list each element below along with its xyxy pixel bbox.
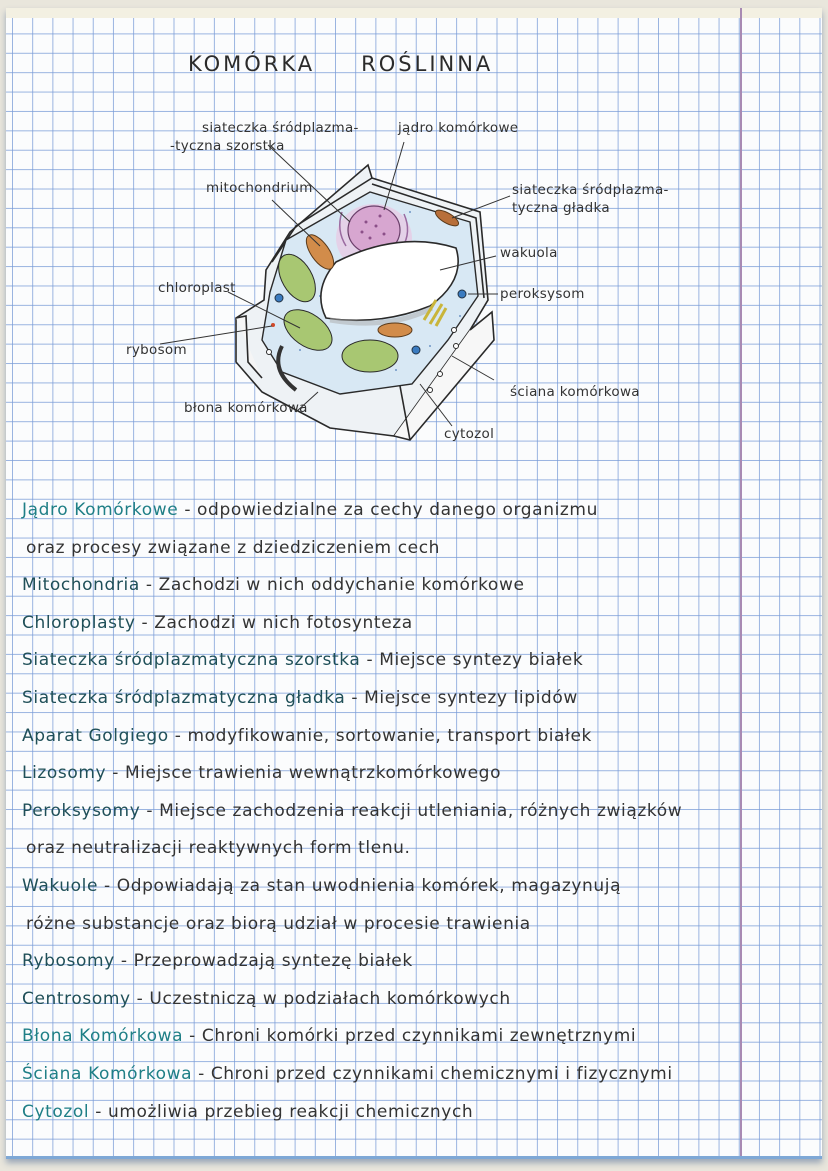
label-cell-membrane: błona komórkowa [184,400,308,416]
note-term: Rybosomy [22,951,115,972]
chloroplast-shape [278,253,316,303]
note-nucleus-cont: oraz procesy związane z dziedziczeniem c… [22,534,742,572]
label-peroxisome: peroksysom [500,286,585,302]
golgi-shape [422,299,448,327]
note-desc: Zachodzi w nich fotosynteza [154,612,413,633]
label-smooth-er-line2: tyczna gładka [512,200,610,216]
note-vacuoles: Wakuole-Odpowiadają za stan uwodnienia k… [22,875,622,896]
note-term: Wakuole [22,875,99,896]
vacuole-shape [320,240,459,322]
title-word-2: ROŚLINNA [361,52,494,76]
note-term: Siateczka śródplazmatyczna szorstka [22,650,361,671]
note-term: Cytozol [22,1101,90,1122]
note-desc: Miejsce zachodzenia reakcji utleniania, … [159,800,683,821]
note-desc: modyfikowanie, sortowanie, transport bia… [187,725,592,746]
note-cell-wall: Ściana Komórkowa-Chroni przed czynnikami… [22,1063,673,1084]
note-desc: Uczestniczą w podziałach komórkowych [149,988,511,1009]
note-term: Mitochondria [22,575,140,596]
note-cell-membrane: Błona Komórkowa-Chroni komórki przed czy… [22,1026,637,1047]
note-smooth-er: Siateczka śródplazmatyczna gładka-Miejsc… [22,687,578,708]
label-cytosol: cytozol [444,426,495,442]
label-ribosome: rybosom [126,342,187,358]
note-term: Lizosomy [22,763,107,784]
note-desc: Miejsce trawienia wewnątrzkomórkowego [124,763,502,784]
note-desc-cont: różne substancje oraz biorą udział w pro… [26,913,531,934]
note-term: Centrosomy [22,988,131,1009]
note-ribosomes: Rybosomy-Przeprowadzają syntezę białek [22,951,413,972]
note-term: Chloroplasty [22,612,136,633]
page-top-edge [6,8,822,18]
note-desc: Miejsce syntezy lipidów [364,687,578,708]
note-term: Jądro Komórkowe [22,500,179,520]
label-chloroplast: chloroplast [158,280,236,296]
label-vacuole: wakuola [500,245,558,261]
label-cell-wall: ściana komórkowa [510,384,640,400]
plant-cell-diagram [159,141,511,441]
page-title: KOMÓRKA ROŚLINNA [188,52,539,76]
note-desc: Odpowiadają za stan uwodnienia komórek, … [116,875,622,896]
note-vacuoles-cont: różne substancje oraz biorą udział w pro… [22,910,742,948]
note-term: Peroksysomy [22,800,141,821]
note-mitochondria: Mitochondria-Zachodzi w nich oddychanie … [22,575,525,596]
organelle-notes: Jądro Komórkowe-odpowiedzialne za cechy … [22,496,742,1135]
note-desc-cont: oraz neutralizacji reaktywnych form tlen… [26,838,411,859]
note-golgi: Aparat Golgiego-modyfikowanie, sortowani… [22,725,592,746]
note-centrosomes: Centrosomy-Uczestniczą w podziałach komó… [22,988,511,1009]
note-desc: Przeprowadzają syntezę białek [133,951,413,972]
label-rough-er-line2: -tyczna szorstka [170,138,285,154]
leader-lines [159,141,511,427]
margin-line [740,8,742,1156]
note-term: Ściana Komórkowa [22,1063,193,1084]
note-term: Błona Komórkowa [22,1026,184,1047]
note-desc: umożliwia przebieg reakcji chemicznych [107,1101,474,1122]
note-desc-cont: oraz procesy związane z dziedziczeniem c… [26,537,441,558]
title-word-1: KOMÓRKA [188,52,316,76]
note-desc: Miejsce syntezy białek [379,650,584,671]
label-rough-er-line1: siateczka śródplazma- [202,120,359,136]
note-nucleus: Jądro Komórkowe-odpowiedzialne za cechy … [22,500,598,520]
note-desc: Chroni komórki przed czynnikami zewnętrz… [201,1026,637,1047]
note-rough-er: Siateczka śródplazmatyczna szorstka-Miej… [22,650,584,671]
note-chloroplasts: Chloroplasty-Zachodzi w nich fotosynteza [22,612,413,633]
note-desc: Chroni przed czynnikami chemicznymi i fi… [210,1063,673,1084]
note-peroxisomes-cont: oraz neutralizacji reaktywnych form tlen… [22,834,742,872]
note-term: Aparat Golgiego [22,725,169,746]
note-peroxisomes: Peroksysomy-Miejsce zachodzenia reakcji … [22,800,683,821]
label-smooth-er-line1: siateczka śródplazma- [512,182,669,198]
note-term: Siateczka śródplazmatyczna gładka [22,687,346,708]
note-desc: Zachodzi w nich oddychanie komórkowe [158,575,525,596]
note-cytosol: Cytozol-umożliwia przebieg reakcji chemi… [22,1101,474,1122]
note-desc: odpowiedzialne za cechy danego organizmu [197,500,598,520]
label-mitochondrion: mitochondrium [206,180,313,196]
note-lysosomes: Lizosomy-Miejsce trawienia wewnątrzkomór… [22,763,502,784]
label-nucleus: jądro komórkowe [398,120,519,136]
